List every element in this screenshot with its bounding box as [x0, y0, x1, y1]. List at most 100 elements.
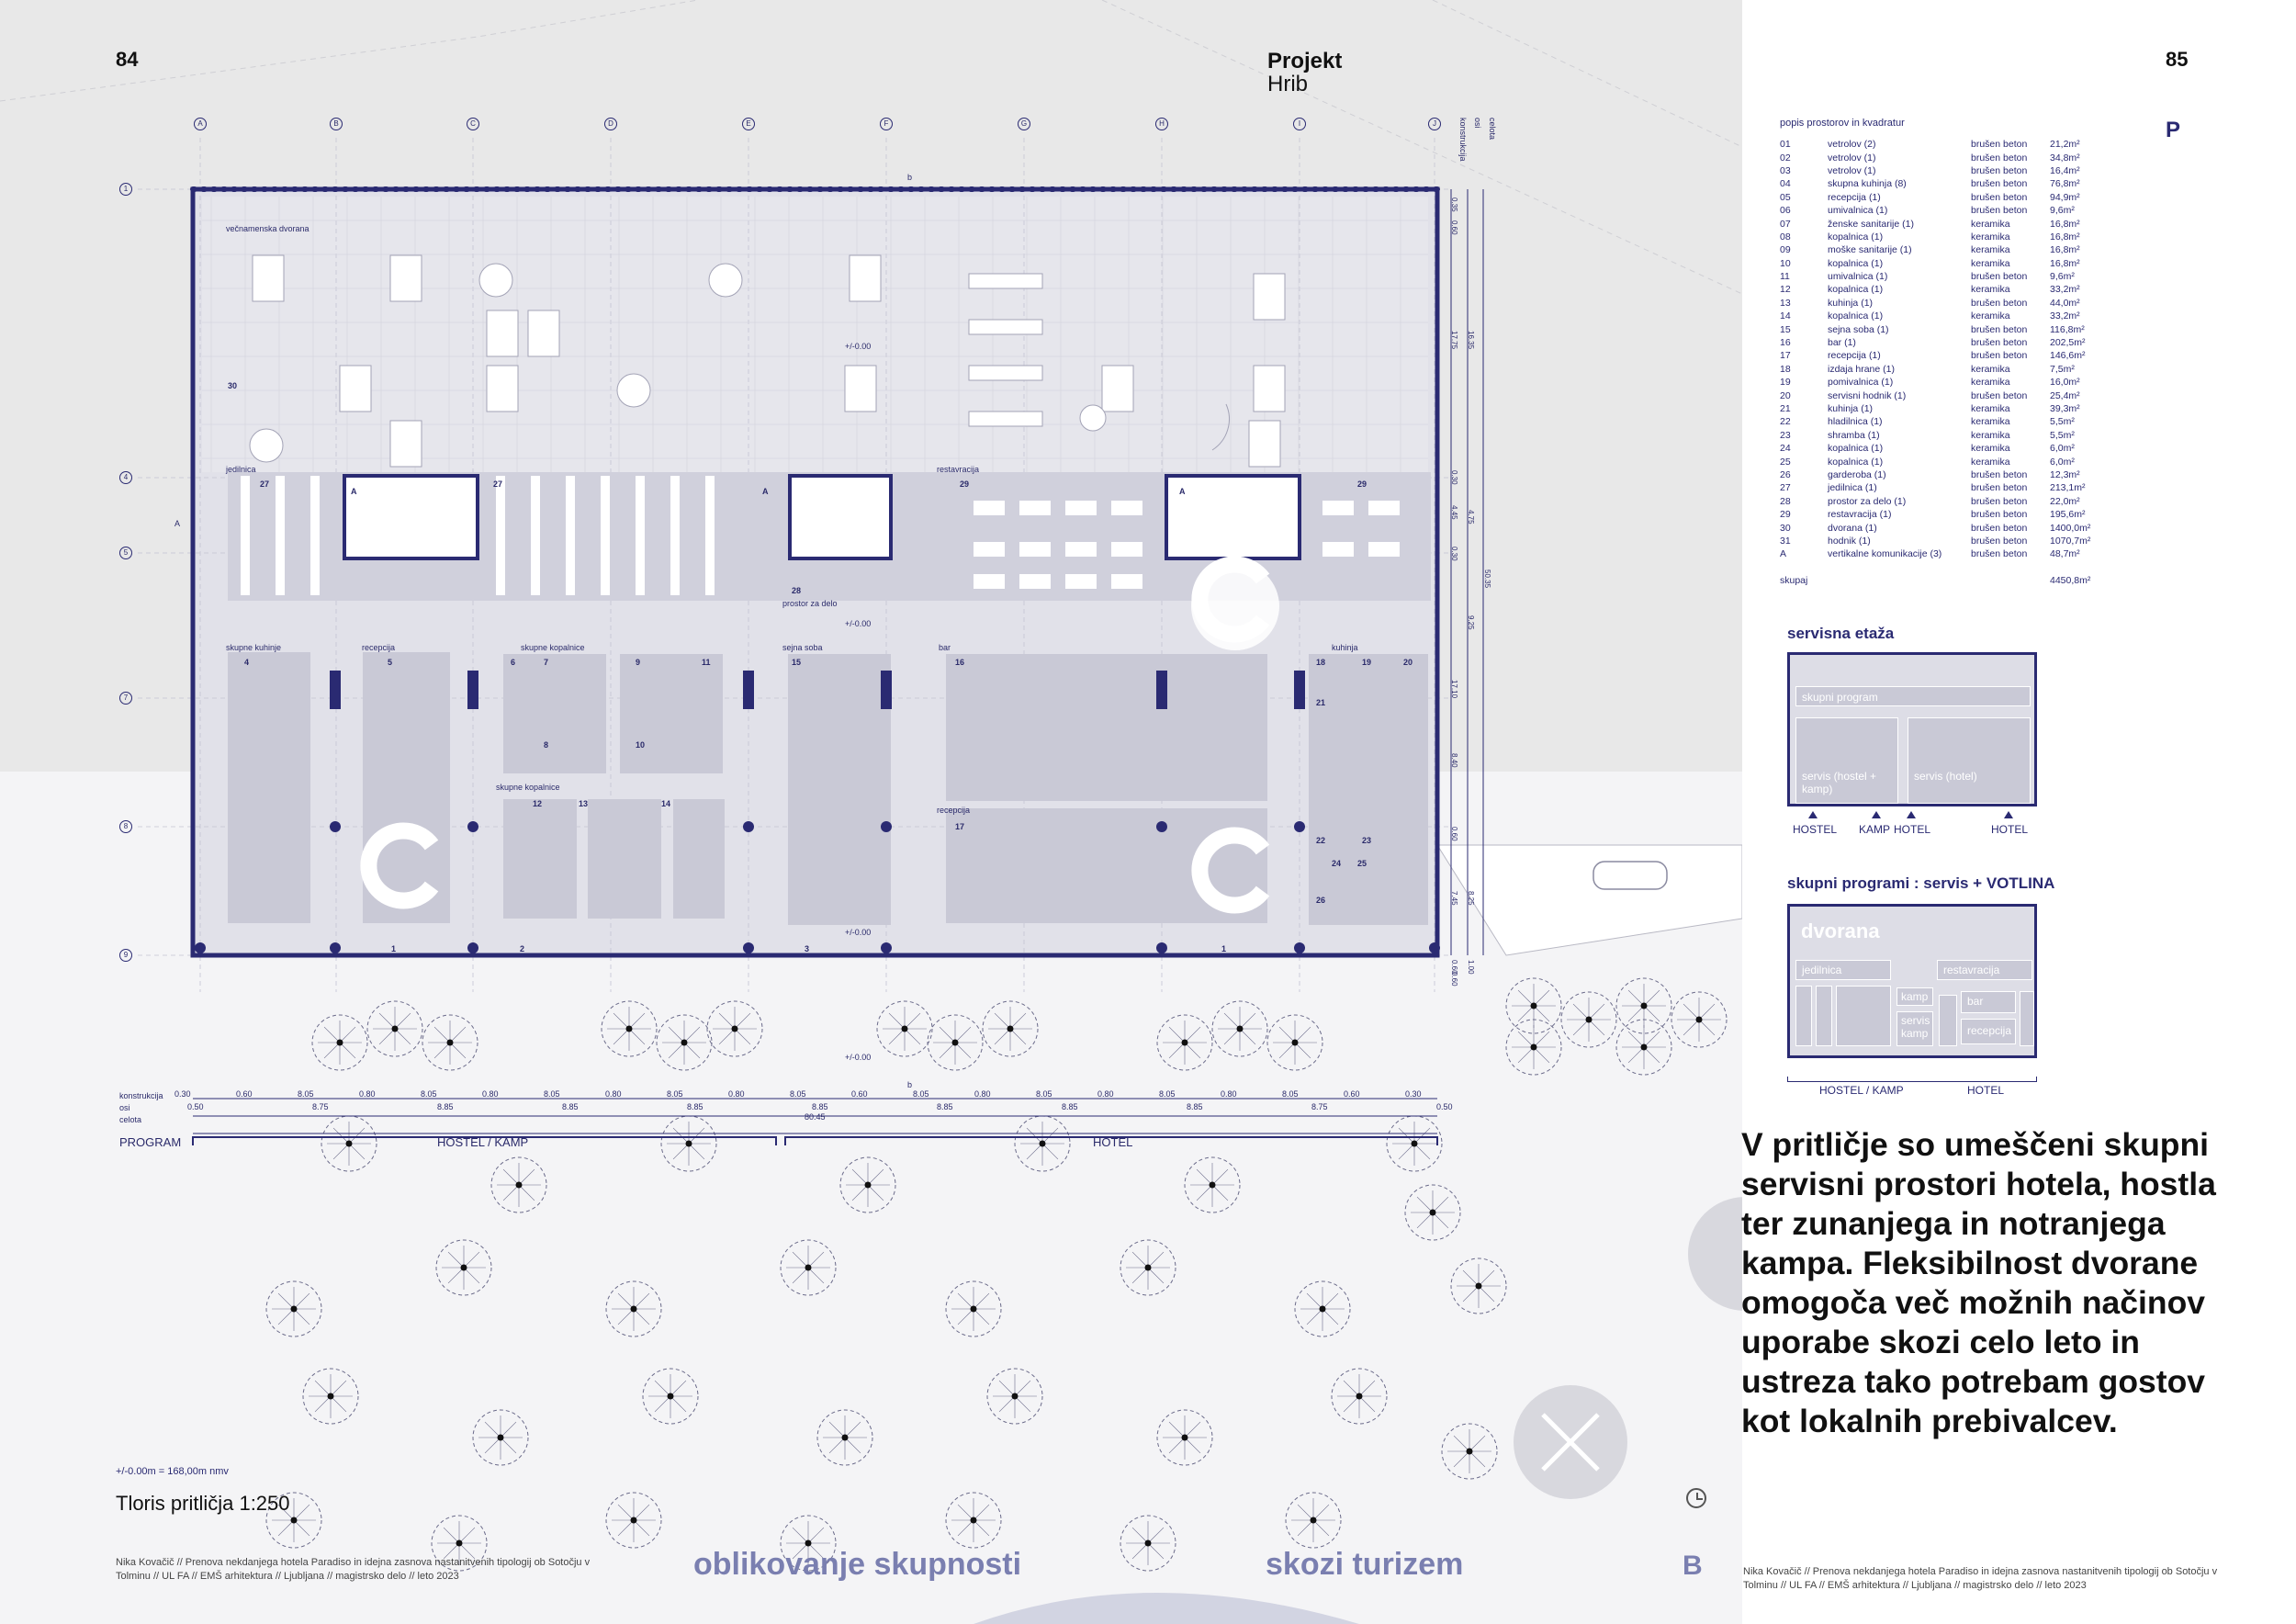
room-cell: 12 — [1780, 284, 1791, 296]
dim-value: 8.85 — [687, 1102, 703, 1111]
right-dim-value: 4.45 — [1450, 505, 1458, 520]
room-cell: bar (1) — [1828, 337, 1856, 349]
room-cell: brušen beton — [1971, 509, 2028, 521]
room-cell: 20 — [1780, 389, 1791, 401]
tree — [1266, 1014, 1323, 1071]
room-cell: 13 — [1780, 297, 1791, 309]
diagram2-title: skupni programi : servis + VOTLINA — [1787, 874, 2055, 892]
level-reference: +/-0.00m = 168,00m nmv — [116, 1466, 229, 1477]
room-number: 18 — [1316, 658, 1326, 667]
statement-text: V pritličje so umeščeni skupni servisni … — [1741, 1126, 2216, 1439]
tree — [321, 1115, 377, 1172]
room-cell: A — [1780, 548, 1787, 560]
column — [330, 821, 341, 832]
diagram1-tick-4 — [2004, 811, 2013, 818]
room-cell: 34,8m² — [2050, 152, 2080, 164]
diagram1-tick-2 — [1872, 811, 1881, 818]
room-cell: restavracija (1) — [1828, 509, 1892, 521]
room-number: 22 — [1316, 836, 1326, 845]
room-cell: brušen beton — [1971, 535, 2028, 547]
total-value: 4450,8m² — [2050, 575, 2091, 586]
room-cell: 16 — [1780, 337, 1791, 349]
room-cell: vertikalne komunikacije (3) — [1828, 548, 1942, 560]
room-cell: brušen beton — [1971, 139, 2028, 151]
room-cell: 05 — [1780, 191, 1791, 203]
tree — [1386, 1115, 1443, 1172]
room-cell: 27 — [1780, 482, 1791, 494]
label-kitchens: skupne kuhinje — [226, 643, 282, 652]
room-cell: 22 — [1780, 416, 1791, 428]
room-cell: 10 — [1780, 257, 1791, 269]
right-dim-value: 17.10 — [1450, 680, 1458, 699]
grid-col-h: H — [1155, 118, 1168, 130]
room-number: 27 — [260, 479, 270, 489]
right-dim-value: 0.60 — [1450, 972, 1458, 987]
label-restaurant: restavracija — [937, 465, 980, 474]
right-label-osi: osi — [1473, 118, 1482, 129]
dim-value: 8.05 — [1036, 1089, 1052, 1099]
section-mark-a: A — [174, 519, 181, 528]
right-label-konstrukcija: konstrukcija — [1458, 118, 1468, 162]
right-dim-value: 0.30 — [1450, 470, 1458, 485]
dim-value: 0.30 — [1405, 1089, 1422, 1099]
room-cell: brušen beton — [1971, 482, 2028, 494]
room-cell: 195,6m² — [2050, 509, 2086, 521]
label-reception: recepcija — [362, 643, 396, 652]
label-kitchen: kuhinja — [1332, 643, 1358, 652]
room-cell: hladilnica (1) — [1828, 416, 1883, 428]
room-number: 9 — [636, 658, 641, 667]
page-number-right: 85 — [2166, 48, 2189, 71]
room-cell: 9,6m² — [2050, 205, 2075, 217]
room-number: 1 — [391, 944, 397, 953]
room-number: 2 — [520, 944, 525, 953]
tree — [265, 1492, 322, 1549]
room-cell: keramika — [1971, 257, 2010, 269]
room-cell: 22,0m² — [2050, 495, 2080, 507]
room-number: 30 — [228, 381, 238, 390]
room-cell: 24 — [1780, 443, 1791, 455]
room-cell: keramika — [1971, 377, 2010, 389]
room-cell: keramika — [1971, 429, 2010, 441]
room-cell: 11 — [1780, 271, 1790, 283]
tree — [1014, 1115, 1071, 1172]
dim-value: 0.50 — [1436, 1102, 1453, 1111]
wall-pier — [1156, 671, 1167, 709]
dim-value: 0.60 — [851, 1089, 868, 1099]
room-cell: keramika — [1971, 416, 2010, 428]
program-bars — [192, 1136, 1438, 1145]
room-cell: 02 — [1780, 152, 1791, 164]
tree — [435, 1239, 492, 1296]
room-cell: brušen beton — [1971, 522, 2028, 534]
tree — [422, 1014, 478, 1071]
column — [467, 821, 478, 832]
grid-row-9: 9 — [119, 949, 132, 962]
dim-value: 0.60 — [1344, 1089, 1360, 1099]
tree — [1450, 1257, 1507, 1314]
room-number: 8 — [544, 740, 549, 750]
tree — [490, 1156, 547, 1213]
room-cell: 03 — [1780, 164, 1791, 176]
service-rooms — [228, 652, 1428, 925]
room-cell: 6,0m² — [2050, 443, 2075, 455]
room-cell: kopalnica (1) — [1828, 456, 1884, 468]
hall-furniture — [249, 254, 1286, 468]
tree — [642, 1368, 699, 1425]
room-cell: 16,8m² — [2050, 257, 2080, 269]
tree — [1615, 1019, 1672, 1076]
tree — [1211, 1000, 1268, 1057]
diagram2-block-1 — [1795, 986, 1812, 1046]
room-cell: brušen beton — [1971, 191, 2028, 203]
room-cell: 30 — [1780, 522, 1791, 534]
room-cell: 18 — [1780, 363, 1791, 375]
level-mark-2: +/-0.00 — [845, 619, 872, 628]
